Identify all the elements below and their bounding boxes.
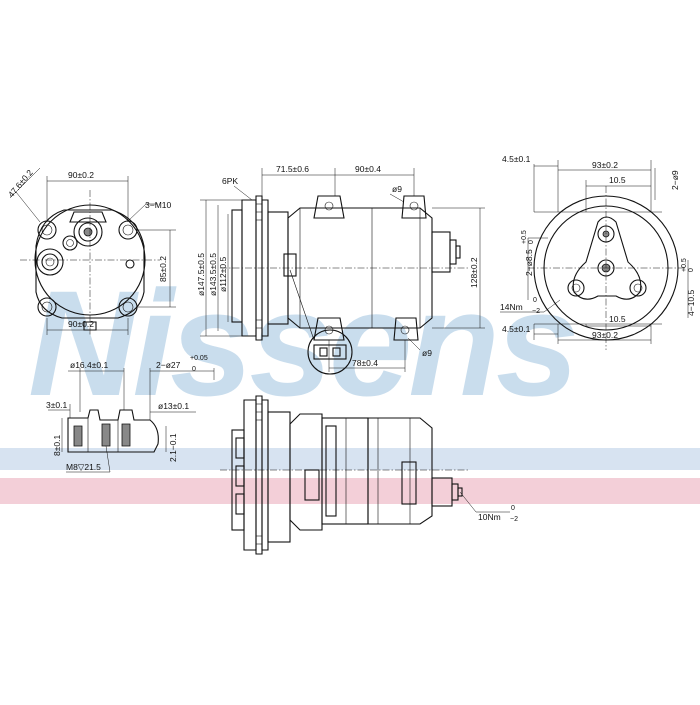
rear-dim-2-9: 2−ø9 xyxy=(670,170,680,190)
port-tol-27-upper: +0.05 xyxy=(190,355,208,362)
front-dim-width-top: 90±0.2 xyxy=(68,170,94,180)
rear-torque-tol-lower: −2 xyxy=(532,308,540,315)
port-dim-3: 3±0.1 xyxy=(46,400,67,410)
port-tol-27-lower: 0 xyxy=(192,366,196,373)
front-dim-height: 85±0.2 xyxy=(158,256,168,282)
rear-dim-2-8-5: 2−ø8.5 xyxy=(524,249,534,276)
rear-torque: 14Nm xyxy=(500,302,523,312)
rear-dim-10-5-top: 10.5 xyxy=(609,175,626,185)
side-hole-bottom: ø9 xyxy=(422,348,432,358)
side-dia-112: ø112±0.5 xyxy=(218,257,228,292)
side-dia-143: ø143.5±0.5 xyxy=(208,253,218,296)
side-belt-label: 6PK xyxy=(222,176,238,186)
port-dim-2-1: 2.1−0.1 xyxy=(168,433,178,462)
blue-band xyxy=(0,448,700,470)
front-thread-label: 3−M10 xyxy=(145,200,171,210)
front-dim-width-bottom: 90±0.2 xyxy=(68,319,94,329)
rear-view xyxy=(500,160,689,350)
rear-dim-93-bottom: 93±0.2 xyxy=(592,330,618,340)
side-view xyxy=(200,168,485,375)
rear-dim-4-5-top: 4.5±0.1 xyxy=(502,154,531,164)
side-dim-90-4: 90±0.4 xyxy=(355,164,381,174)
bottom-torque-tol-upper: 0 xyxy=(511,505,515,512)
rear-dim-10-5-bottom: 10.5 xyxy=(609,314,626,324)
front-view xyxy=(9,167,176,336)
rear-torque-tol-upper: 0 xyxy=(533,297,537,304)
side-dim-78: 78±0.4 xyxy=(352,358,378,368)
rear-dim-93-top: 93±0.2 xyxy=(592,160,618,170)
port-dia-13: ø13±0.1 xyxy=(158,401,189,411)
bottom-torque: 10Nm xyxy=(478,512,501,522)
port-thread: M8▽21.5 xyxy=(66,462,101,472)
side-dim-128: 128±0.2 xyxy=(469,257,479,288)
port-detail xyxy=(48,368,215,473)
rear-tol-8-5-upper: +0.5 xyxy=(521,230,528,244)
watermark-logo: Nissens xyxy=(28,259,575,427)
red-band xyxy=(0,478,700,504)
side-dim-71-5: 71.5±0.6 xyxy=(276,164,309,174)
bottom-torque-tol-lower: −2 xyxy=(510,516,518,523)
rear-dim-4-10-5: 4−10.5 xyxy=(686,289,696,316)
port-dim-2-27: 2−ø27 xyxy=(156,360,181,370)
front-dim-angle: 47.6±0.2 xyxy=(6,167,35,199)
rear-dim-4-5-bottom: 4.5±0.1 xyxy=(502,324,531,334)
rear-tol-10-5-upper: +0.5 xyxy=(681,258,688,272)
side-hole-top: ø9 xyxy=(392,184,402,194)
port-dim-8: 8±0.1 xyxy=(52,435,62,456)
rear-tol-10-5-lower: 0 xyxy=(688,268,695,272)
side-dia-147: ø147.5±0.5 xyxy=(196,253,206,296)
rear-tol-8-5-lower: 0 xyxy=(528,240,535,244)
port-dia-16-4: ø16.4±0.1 xyxy=(70,360,108,370)
bottom-view xyxy=(220,395,510,555)
